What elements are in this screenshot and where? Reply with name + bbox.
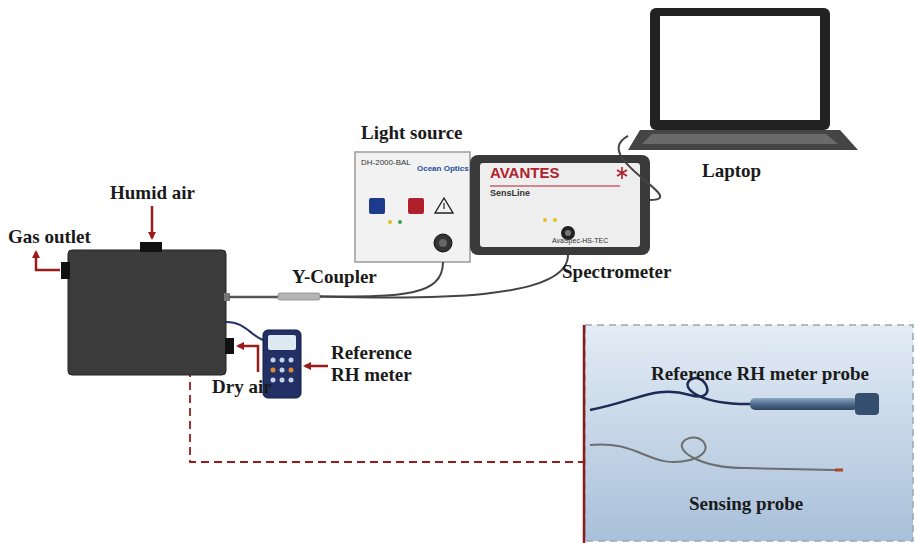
light-source: Light sourceDH-2000-BALOcean Optics: [355, 152, 470, 262]
device-label: Light source: [361, 122, 463, 144]
inset-panel: Reference RH meter probeSensing probe: [585, 325, 913, 541]
fiber-cable: [619, 136, 661, 200]
device-label: Y-Coupler: [292, 266, 377, 288]
model-text: AvaSpec-HS-TEC: [552, 237, 608, 244]
flow-label: Dry air: [212, 376, 272, 398]
model-text: SensLine: [490, 188, 530, 198]
y-coupler: Y-Coupler: [278, 293, 320, 300]
brand-text: Ocean Optics: [417, 164, 469, 173]
laptop: Laptop: [628, 8, 858, 150]
probe-label: Sensing probe: [689, 493, 803, 515]
model-text: DH-2000-BAL: [361, 158, 411, 167]
brand-text: AVANTES: [490, 164, 559, 181]
probe-label: Reference RH meter probe: [651, 363, 869, 385]
device-label: Spectrometer: [562, 261, 671, 283]
flow-label: Gas outlet: [8, 226, 91, 248]
device-label: Reference RH meter: [331, 342, 436, 386]
device-label: Laptop: [702, 160, 761, 182]
spectrometer: AVANTESSensLineAvaSpec-HS-TECSpectromete…: [470, 155, 650, 255]
flow-label: Humid air: [110, 182, 195, 204]
